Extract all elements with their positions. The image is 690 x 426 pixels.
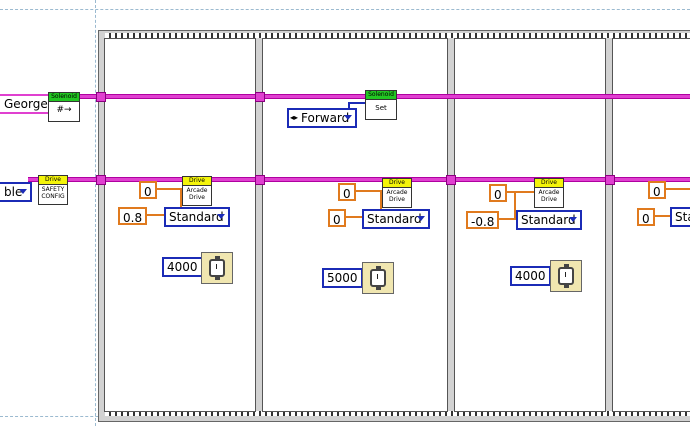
mode-enum[interactable]: Standard bbox=[516, 210, 582, 230]
vi-header: Solenoid bbox=[49, 93, 79, 102]
grid-line bbox=[95, 0, 96, 426]
wait-ms-constant[interactable]: 4000 bbox=[510, 266, 551, 286]
sequence-tunnel bbox=[255, 92, 265, 102]
sequence-tunnel bbox=[255, 175, 265, 185]
arcade-drive-vi[interactable]: Drive Arcade Drive bbox=[382, 178, 412, 208]
wait-ms-constant[interactable]: 5000 bbox=[322, 268, 363, 288]
direction-value: Forward bbox=[301, 111, 350, 125]
mode-value: Standard bbox=[169, 210, 224, 224]
drive-ref-wire[interactable] bbox=[28, 177, 690, 182]
x-constant[interactable]: 0 bbox=[489, 184, 507, 202]
wait-ms-vi[interactable] bbox=[362, 262, 394, 294]
mode-value: Standard bbox=[367, 212, 422, 226]
enum-arrows-icon: ◂▸ bbox=[290, 113, 299, 122]
property-node-icon: #→ bbox=[56, 105, 72, 115]
film-strip-top bbox=[105, 33, 690, 38]
vi-body-label: Arcade Drive bbox=[538, 189, 560, 203]
vi-header: Drive bbox=[183, 177, 211, 186]
solenoid-set-vi[interactable]: Solenoid Set bbox=[365, 90, 397, 120]
drive-refnum-label: ble bbox=[4, 185, 23, 199]
solenoid-refnum-control[interactable]: George bbox=[0, 94, 54, 114]
arcade-drive-vi[interactable]: Drive Arcade Drive bbox=[534, 178, 564, 208]
grid-line bbox=[0, 9, 690, 10]
mode-value: Standard bbox=[521, 213, 576, 227]
wire bbox=[348, 102, 366, 104]
wire bbox=[140, 214, 184, 216]
y-constant[interactable]: 0 bbox=[328, 209, 346, 227]
wire bbox=[150, 188, 182, 190]
sequence-tunnel bbox=[96, 175, 106, 185]
wire bbox=[514, 191, 516, 218]
vi-body-label: Arcade Drive bbox=[386, 189, 408, 203]
vi-header: Drive bbox=[39, 176, 67, 185]
drive-refnum-control[interactable]: ble bbox=[0, 182, 32, 202]
chevron-down-icon bbox=[344, 115, 352, 120]
chevron-down-icon bbox=[417, 216, 425, 221]
y-constant[interactable]: 0.8 bbox=[118, 207, 148, 225]
y-constant[interactable]: 0 bbox=[637, 208, 655, 226]
chevron-down-icon bbox=[569, 217, 577, 222]
wire bbox=[660, 188, 690, 190]
y-constant[interactable]: -0.8 bbox=[466, 211, 500, 229]
mode-enum[interactable]: Sta bbox=[670, 207, 690, 227]
wire bbox=[180, 188, 182, 214]
x-constant[interactable]: 0 bbox=[648, 181, 666, 199]
x-constant[interactable]: 0 bbox=[139, 181, 157, 199]
wire bbox=[380, 190, 382, 216]
mode-value: Sta bbox=[675, 210, 690, 224]
wait-ms-vi[interactable] bbox=[550, 260, 582, 292]
chevron-down-icon bbox=[217, 214, 225, 219]
film-strip-bottom bbox=[105, 411, 690, 416]
wire bbox=[490, 218, 536, 220]
vi-header: Drive bbox=[535, 179, 563, 188]
stopwatch-icon bbox=[558, 264, 574, 288]
vi-header: Drive bbox=[383, 179, 411, 188]
vi-body-label: Set bbox=[375, 104, 387, 112]
vi-body-label: SAFETY CONFIG bbox=[41, 186, 65, 200]
wire bbox=[500, 191, 534, 193]
vi-header: Solenoid bbox=[366, 91, 396, 100]
solenoid-ref-wire[interactable] bbox=[38, 94, 690, 99]
sequence-tunnel bbox=[446, 175, 456, 185]
wire bbox=[348, 102, 350, 110]
wait-ms-constant[interactable]: 4000 bbox=[162, 257, 203, 277]
solenoid-refnum-label: George bbox=[4, 97, 48, 111]
arcade-drive-vi[interactable]: Drive Arcade Drive bbox=[182, 176, 212, 206]
mode-enum[interactable]: Standard bbox=[164, 207, 230, 227]
stopwatch-icon bbox=[370, 266, 386, 290]
sequence-tunnel bbox=[605, 175, 615, 185]
safety-config-vi[interactable]: Drive SAFETY CONFIG bbox=[38, 175, 68, 205]
wait-ms-vi[interactable] bbox=[201, 252, 233, 284]
sequence-tunnel bbox=[96, 92, 106, 102]
mode-enum[interactable]: Standard bbox=[362, 209, 430, 229]
wire bbox=[350, 190, 382, 192]
x-constant[interactable]: 0 bbox=[338, 183, 356, 201]
solenoid-property-vi[interactable]: Solenoid #→ bbox=[48, 92, 80, 122]
stopwatch-icon bbox=[209, 256, 225, 280]
solenoid-direction-enum[interactable]: ◂▸ Forward bbox=[287, 108, 357, 128]
vi-body-label: Arcade Drive bbox=[186, 187, 208, 201]
chevron-down-icon bbox=[19, 189, 27, 194]
